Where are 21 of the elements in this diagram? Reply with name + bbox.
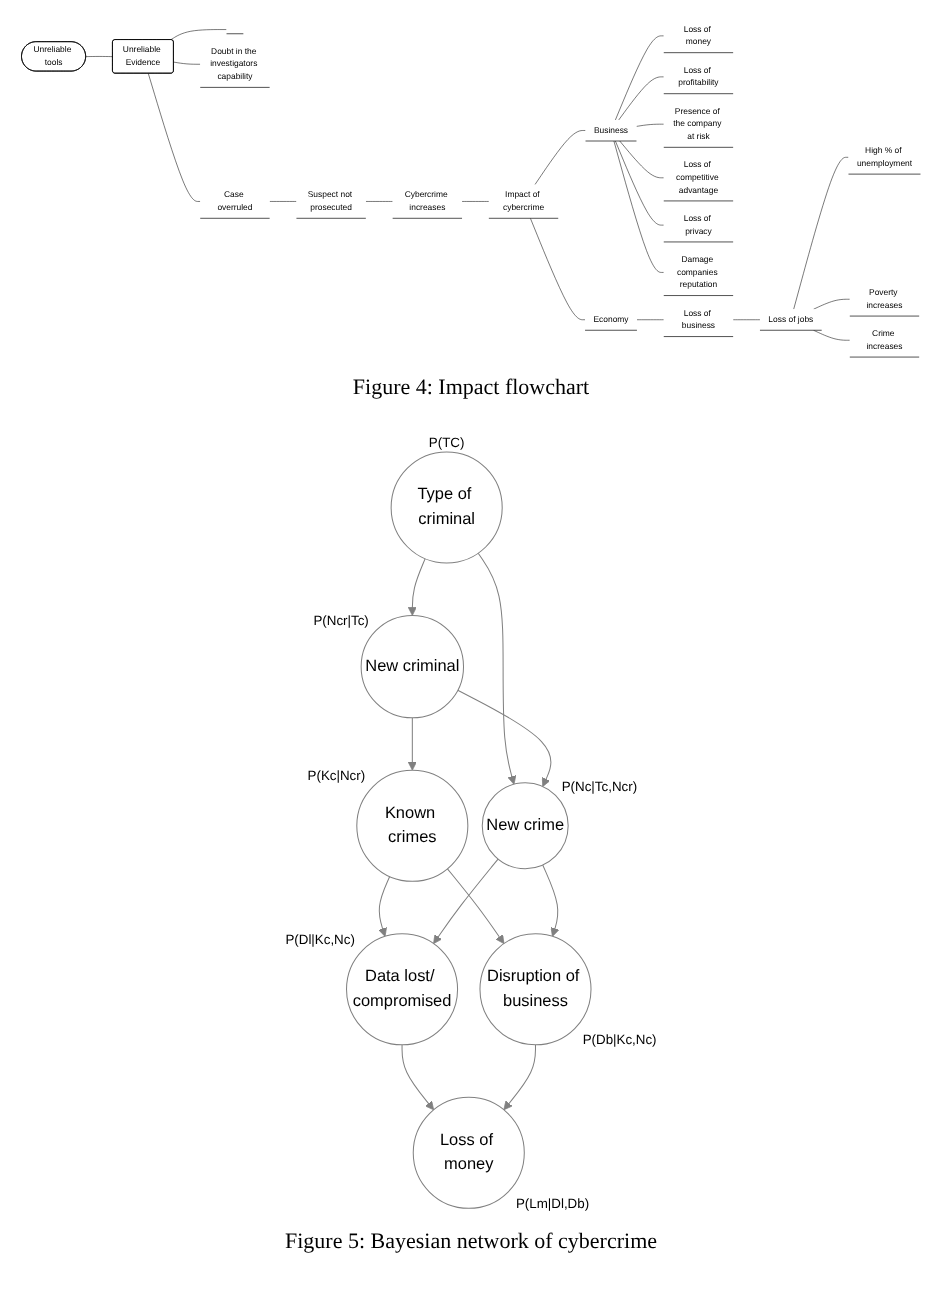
connector: [148, 73, 201, 202]
node-circle: Type of criminal: [390, 451, 503, 564]
connector: [613, 140, 665, 273]
figure-caption: Figure 5: Bayesian network of cybercrime: [284, 1229, 658, 1254]
arrow: [542, 864, 560, 937]
arrow: [457, 689, 552, 787]
connector: [85, 56, 113, 57]
figure-caption: Figure 4: Impact flowchart: [352, 375, 590, 400]
arrow: [407, 558, 426, 616]
connector: [170, 29, 227, 41]
connector: [615, 140, 665, 226]
arrow: [401, 1044, 435, 1111]
arrow: [477, 552, 517, 785]
arrow: [407, 717, 417, 771]
connector: [530, 218, 586, 320]
arrow: [503, 1044, 536, 1111]
arrow: [378, 876, 391, 937]
arrow: [446, 868, 505, 944]
arrow: [433, 858, 499, 944]
connector: [813, 330, 851, 341]
connector: [173, 61, 201, 65]
